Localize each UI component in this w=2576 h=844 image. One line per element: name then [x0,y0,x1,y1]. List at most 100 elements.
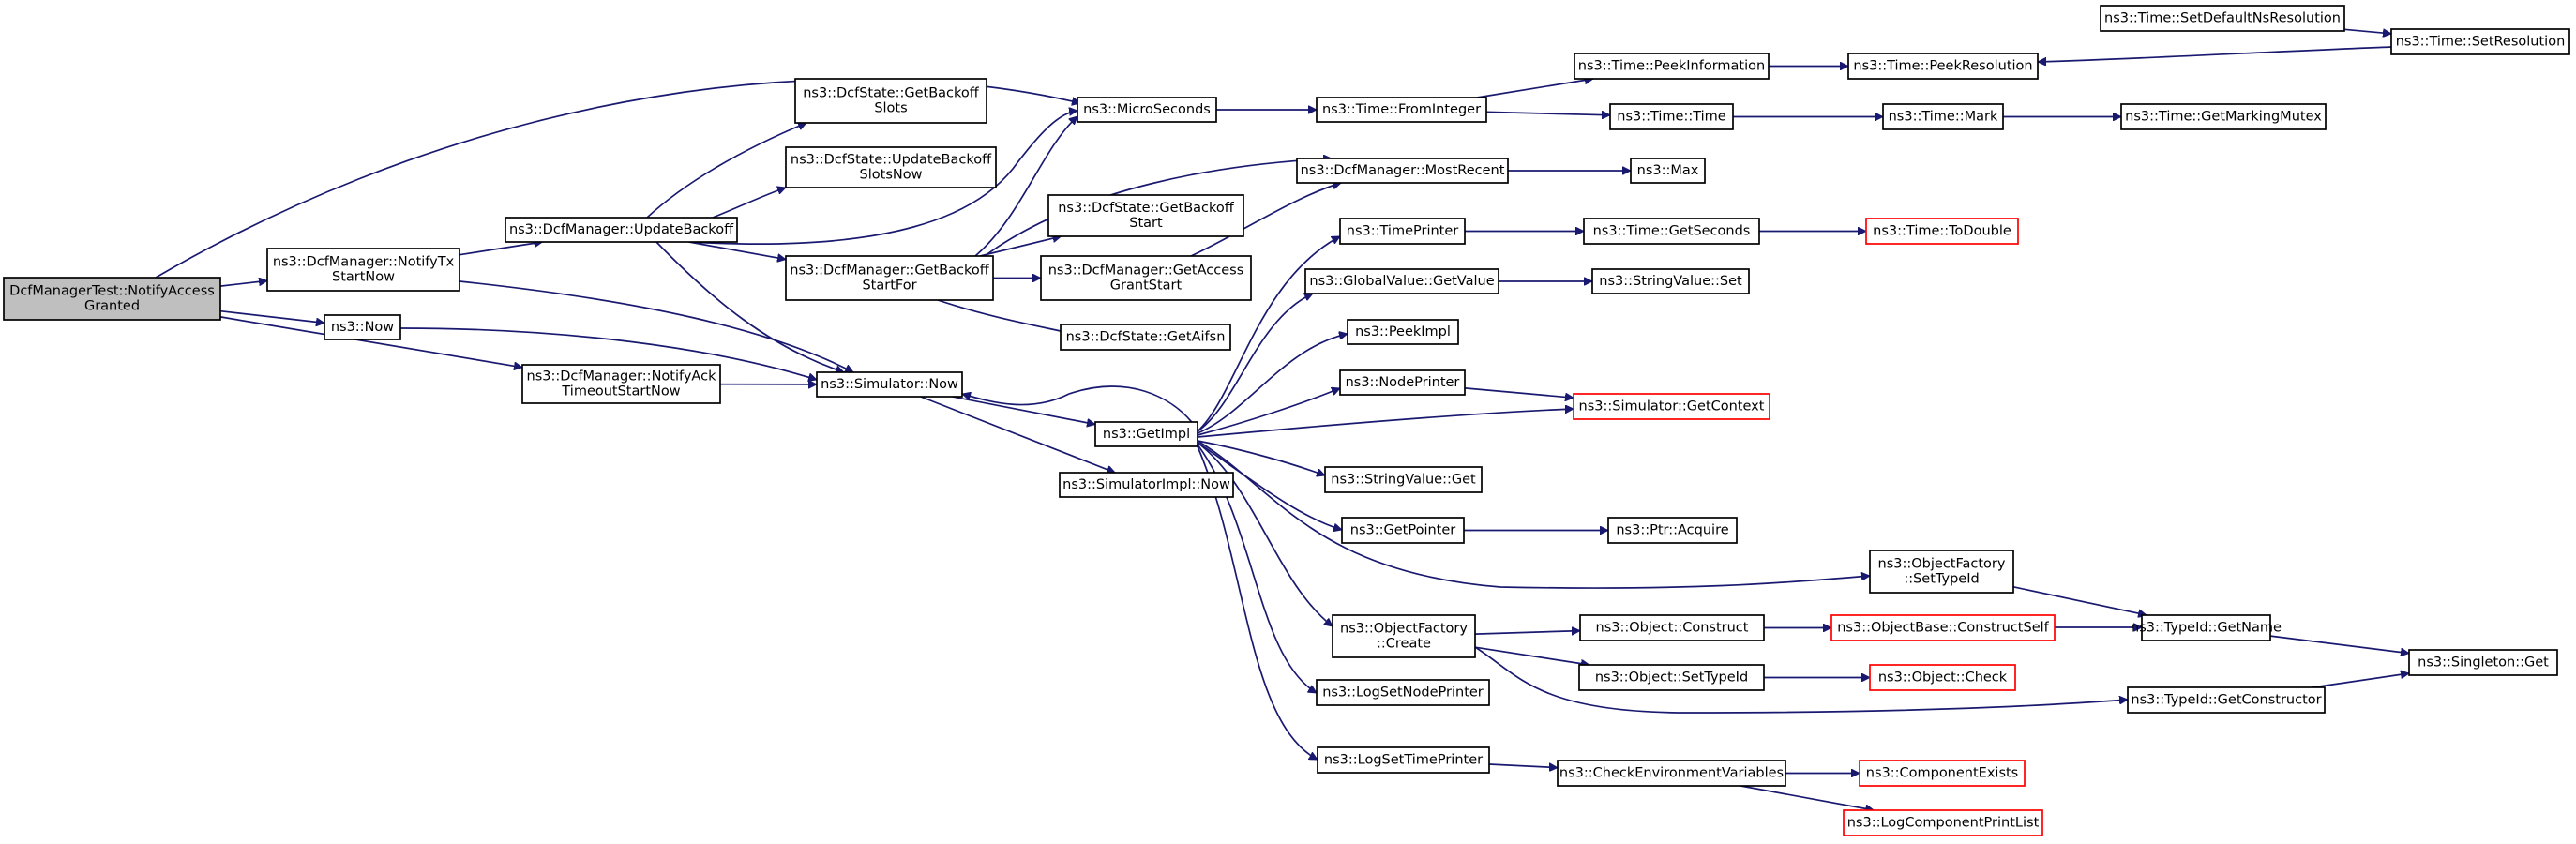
node-nowFn[interactable]: ns3::Now [324,314,401,340]
node-label: ns3::GetPointer [1350,523,1456,538]
node-timeSetResolution[interactable]: ns3::Time::SetResolution [2390,28,2570,55]
node-max[interactable]: ns3::Max [1630,158,1706,184]
node-notifyAck[interactable]: ns3::DcfManager::NotifyAckTimeoutStartNo… [521,364,721,404]
edge-updateBackoff-to-getBackoffSlots [646,123,806,219]
node-simulatorNow[interactable]: ns3::Simulator::Now [816,371,963,398]
node-box [785,255,994,301]
node-singletonGet[interactable]: ns3::Singleton::Get [2408,649,2558,676]
node-globalValueGetValue[interactable]: ns3::GlobalValue::GetValue [1304,268,1499,294]
node-timePeekResolution[interactable]: ns3::Time::PeekResolution [1847,53,2039,80]
node-getImpl[interactable]: ns3::GetImpl [1094,421,1198,447]
node-timeMark[interactable]: ns3::Time::Mark [1882,103,2004,130]
node-objectCheck[interactable]: ns3::Object::Check [1869,664,2016,691]
edge-root-to-notifyAck [219,316,522,368]
node-timeFromInteger[interactable]: ns3::Time::FromInteger [1316,97,1487,123]
node-label: StartNow [332,270,395,285]
edge-timeFromInteger-to-timeTime [1485,112,1610,114]
node-logSetTimePrinter[interactable]: ns3::LogSetTimePrinter [1317,746,1490,774]
node-timeSetDefaultNsResolution[interactable]: ns3::Time::SetDefaultNsResolution [2100,5,2345,32]
node-box [1843,809,2043,836]
node-objectSetTypeId[interactable]: ns3::Object::SetTypeId [1578,664,1765,691]
node-typeIdGetName[interactable]: ns3::TypeId::GetName [2131,614,2282,641]
node-microSeconds[interactable]: ns3::MicroSeconds [1077,97,1217,123]
node-objectFactorySetTypeId[interactable]: ns3::ObjectFactory::SetTypeId [1869,550,2014,594]
node-ptrAcquire[interactable]: ns3::Ptr::Acquire [1607,517,1738,544]
node-mostRecent[interactable]: ns3::DcfManager::MostRecent [1296,158,1509,184]
node-updateBackoff[interactable]: ns3::DcfManager::UpdateBackoff [505,217,738,243]
node-box [2408,649,2558,676]
node-box [1341,517,1465,544]
node-box [1882,103,2004,130]
node-timePeekInformation[interactable]: ns3::Time::PeekInformation [1574,53,1770,80]
node-label: ns3::LogSetTimePrinter [1324,753,1483,768]
node-timeGetSeconds[interactable]: ns3::Time::GetSeconds [1583,218,1760,245]
edge-objectFactorySetTypeId-to-typeIdGetName [2012,585,2147,615]
node-typeIdGetConstructor[interactable]: ns3::TypeId::GetConstructor [2127,686,2326,714]
node-label: ns3::DcfManager::MostRecent [1301,163,1505,178]
edge-objectFactoryCreate-to-objectSetTypeId [1474,646,1589,665]
node-timeGetMarkingMutex[interactable]: ns3::Time::GetMarkingMutex [2120,103,2327,130]
edge-timeFromInteger-to-timePeekInformation [1476,79,1593,98]
edge-getImpl-to-nodePrinter [1197,388,1340,436]
node-peekImpl[interactable]: ns3::PeekImpl [1347,319,1459,345]
node-timePrinter[interactable]: ns3::TimePrinter [1339,218,1466,245]
node-label: ns3::Now [331,320,394,335]
node-objectBaseConstructSelf[interactable]: ns3::ObjectBase::ConstructSelf [1830,614,2056,641]
node-box [1339,218,1466,245]
node-box [1304,268,1499,294]
node-timeToDouble[interactable]: ns3::Time::ToDouble [1865,218,2019,245]
node-label: ns3::Object::Check [1878,671,2008,686]
node-label: Start [1129,216,1163,231]
edge-updateBackoff-to-simulatorNow [655,241,844,372]
node-timeTime[interactable]: ns3::Time::Time [1609,103,1734,130]
node-box [1347,319,1459,345]
node-box [1040,255,1252,301]
node-componentExists[interactable]: ns3::ComponentExists [1859,760,2026,787]
node-checkEnvVars[interactable]: ns3::CheckEnvironmentVariables [1557,760,1786,787]
edge-getBackoffStartFor-to-getBackoffStart [979,236,1061,257]
node-box [1339,369,1466,396]
node-label: ns3::Simulator::Now [821,377,958,392]
node-stringValueSet[interactable]: ns3::StringValue::Set [1591,268,1750,294]
edge-typeIdGetName-to-singletonGet [2269,635,2409,654]
node-getPointer[interactable]: ns3::GetPointer [1341,517,1465,544]
node-label: ns3::NodePrinter [1346,375,1460,390]
node-label: ns3::Singleton::Get [2418,656,2549,671]
node-box [1094,421,1198,447]
node-objectFactoryCreate[interactable]: ns3::ObjectFactory::Create [1332,614,1476,658]
node-label: ns3::TimePrinter [1347,224,1459,239]
node-objectConstruct[interactable]: ns3::Object::Construct [1579,614,1765,641]
node-label: ns3::PeekImpl [1355,324,1451,339]
node-box [1316,97,1487,123]
node-box [1077,97,1217,123]
node-box [1332,614,1476,658]
node-label: ns3::Object::Construct [1596,621,1749,636]
node-getAifsn[interactable]: ns3::DcfState::GetAifsn [1060,324,1231,351]
edge-getImpl-to-peekImpl [1197,334,1348,434]
node-label: ns3::Time::Time [1617,110,1726,125]
edge-getImpl-to-globalValueGetValue [1197,294,1313,432]
edge-updateBackoff-to-microSeconds [689,111,1077,245]
edge-notifyTx-to-updateBackoff [459,242,542,256]
edge-getImpl-to-simulatorNow [962,385,1198,430]
node-nodePrinter[interactable]: ns3::NodePrinter [1339,369,1466,396]
edge-nowFn-to-simulatorNow [399,327,817,380]
node-label: ns3::Ptr::Acquire [1616,523,1728,538]
node-box [816,371,963,398]
node-simulatorImplNow[interactable]: ns3::SimulatorImpl::Now [1059,472,1234,498]
node-logComponentPrintList[interactable]: ns3::LogComponentPrintList [1843,809,2043,836]
edge-getImpl-to-objectFactorySetTypeId [1197,440,1870,589]
node-simulatorGetContext[interactable]: ns3::Simulator::GetContext [1573,393,1770,420]
node-label: ns3::Time::GetMarkingMutex [2125,110,2322,125]
edge-typeIdGetConstructor-to-singletonGet [2312,673,2410,688]
node-label: ns3::DcfManager::NotifyTx [273,255,455,270]
node-logSetNodePrinter[interactable]: ns3::LogSetNodePrinter [1316,679,1490,706]
node-stringValueGet[interactable]: ns3::StringValue::Get [1324,466,1483,493]
